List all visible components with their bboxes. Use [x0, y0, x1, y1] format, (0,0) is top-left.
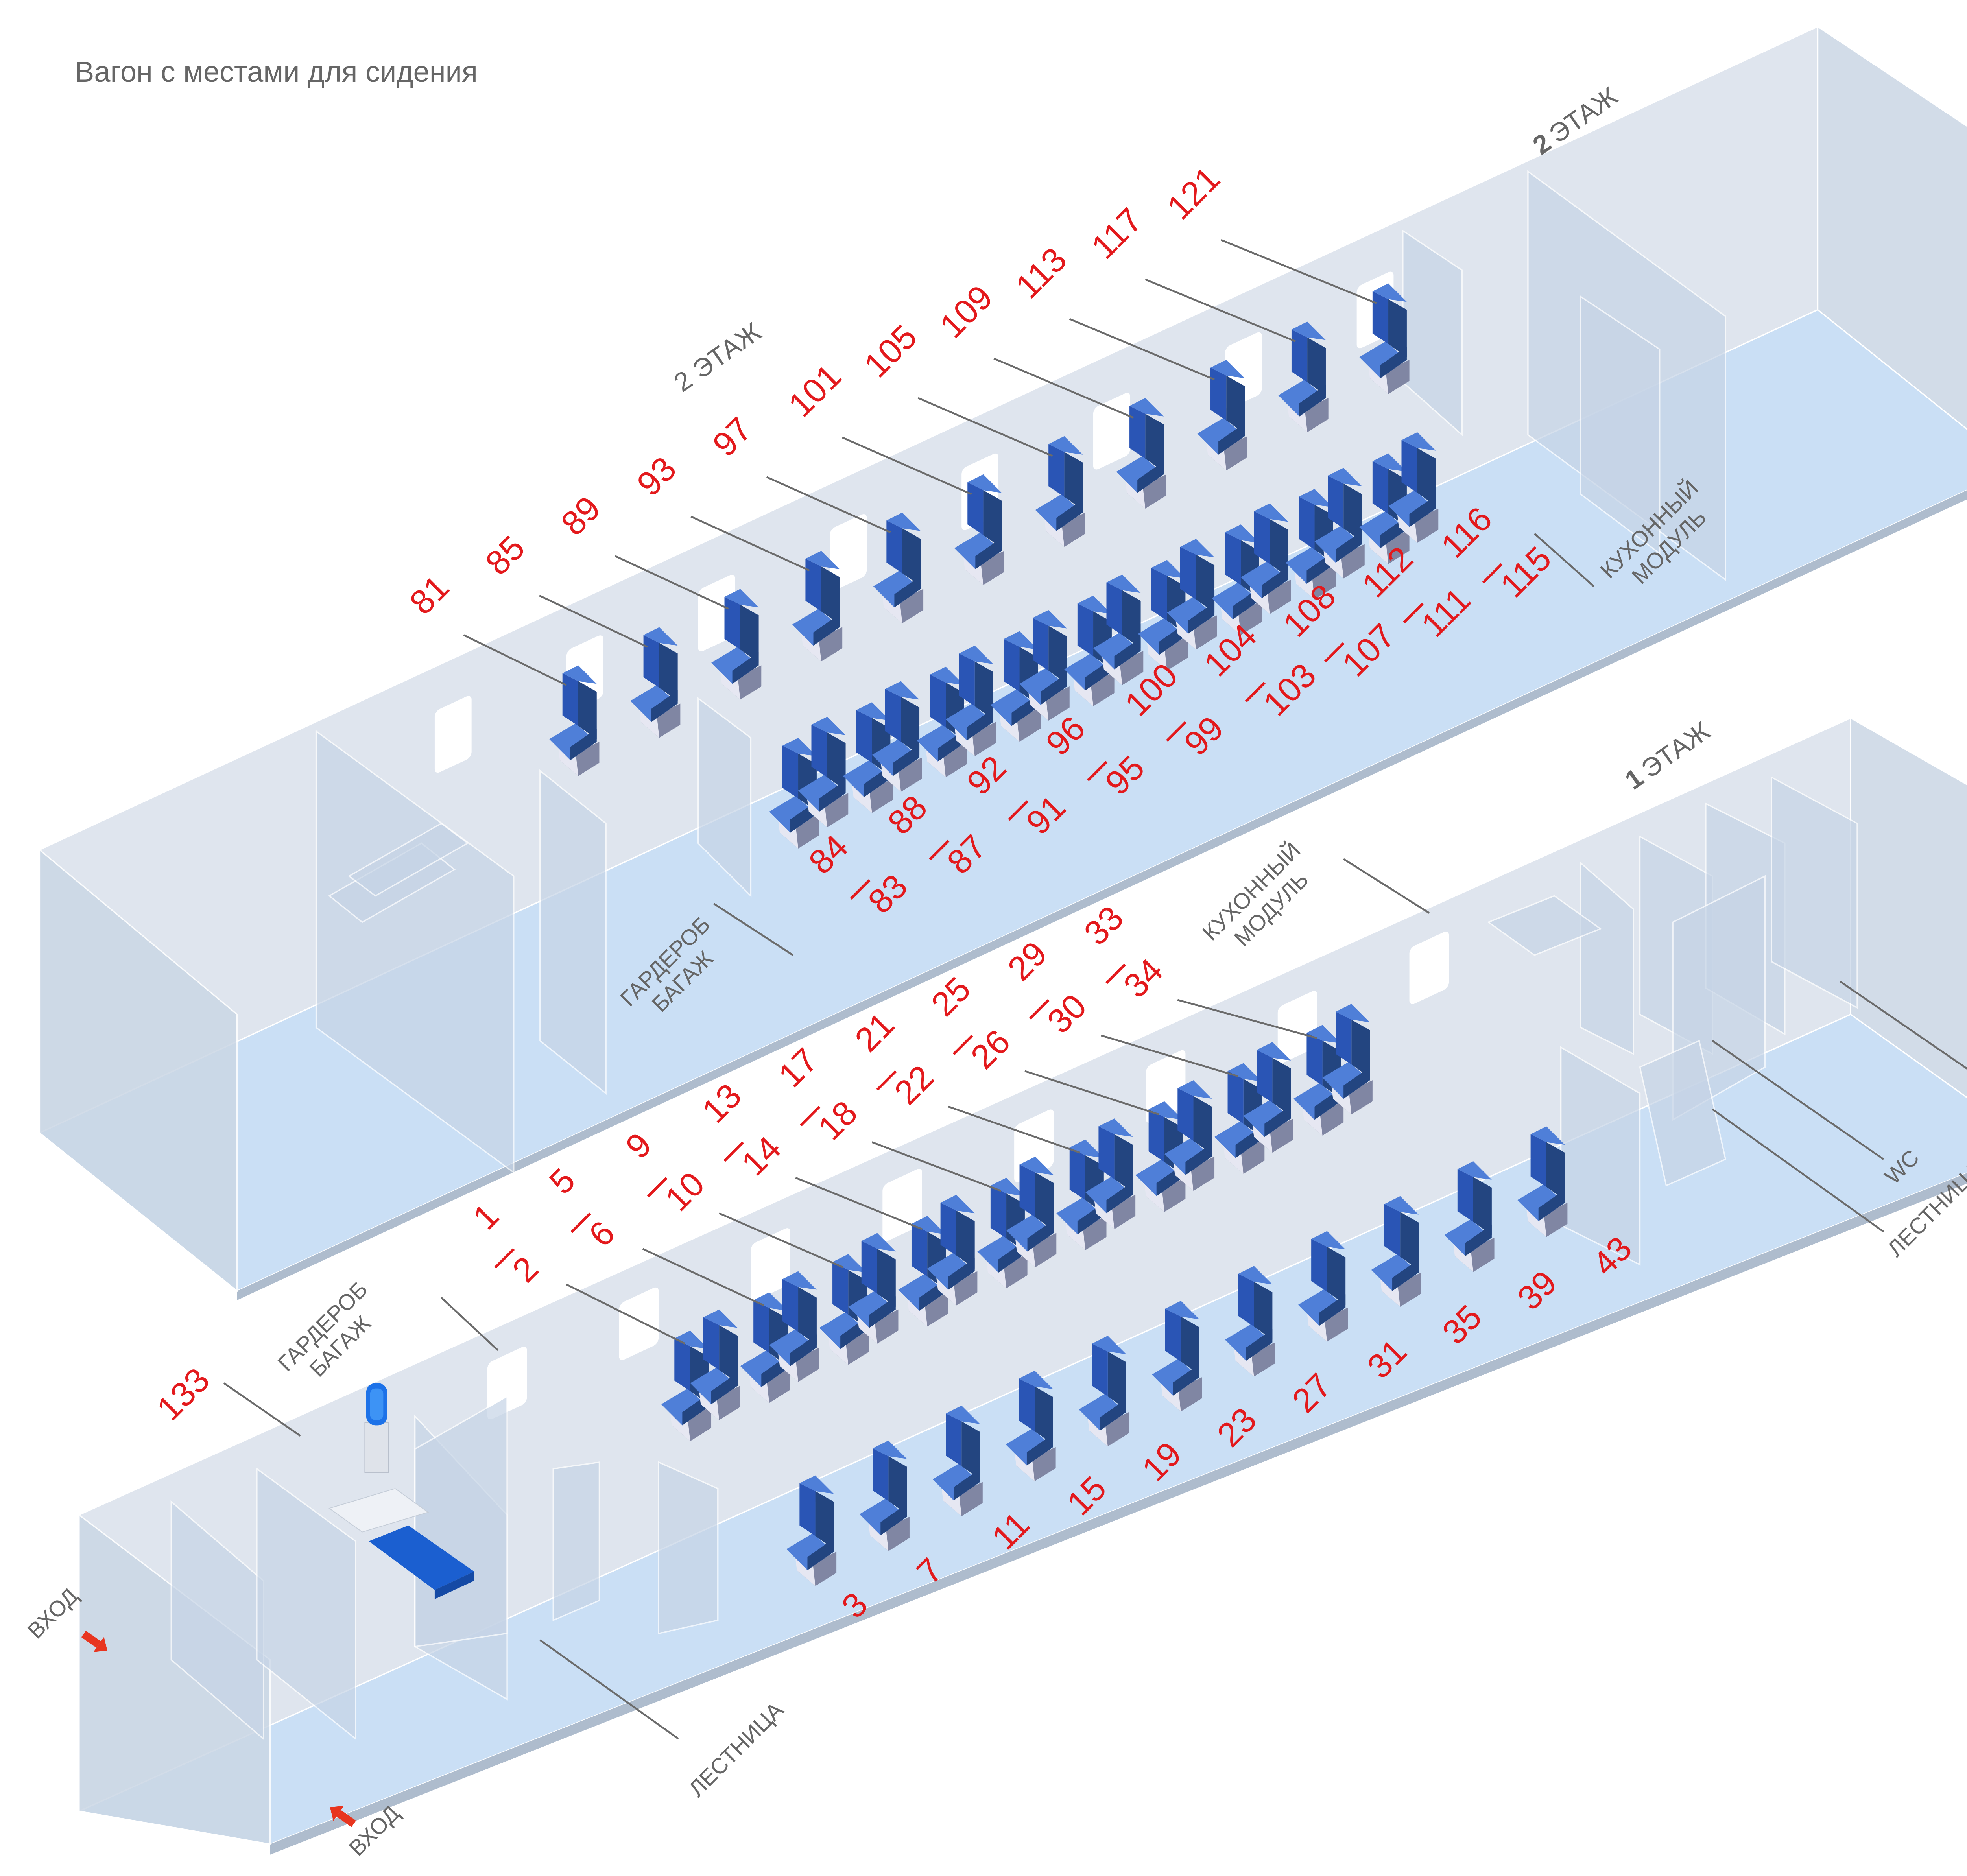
- svg-text:113: 113: [1008, 240, 1074, 306]
- svg-text:117: 117: [1084, 201, 1150, 266]
- floor1-windows: [487, 932, 1449, 1420]
- svg-text:101: 101: [781, 357, 849, 424]
- window: [882, 1169, 922, 1241]
- svg-text:105: 105: [857, 317, 924, 385]
- svg-text:109: 109: [933, 278, 1000, 345]
- luggage-shelf-icon: [328, 1488, 474, 1599]
- seat-number-109: 109: [933, 278, 1000, 345]
- seat-number-89: 89: [554, 489, 608, 543]
- window: [487, 1347, 527, 1420]
- entrance-arrow-icon: [330, 1806, 356, 1827]
- window: [751, 1228, 790, 1301]
- water-cooler-icon: [364, 1383, 389, 1473]
- window: [619, 1287, 659, 1360]
- seat-number-85: 85: [478, 528, 532, 582]
- svg-text:93: 93: [630, 450, 684, 504]
- window: [1409, 932, 1449, 1004]
- page-title: Вагон с местами для сидения: [75, 55, 478, 88]
- seat-number-113: 113: [1008, 240, 1074, 306]
- seat-number-97: 97: [705, 410, 759, 464]
- window: [1146, 1050, 1186, 1123]
- seat-number-81: 81: [402, 568, 456, 622]
- svg-text:89: 89: [554, 489, 608, 543]
- svg-text:85: 85: [478, 528, 532, 582]
- floor2-label-left: 2ЭТАЖ: [669, 317, 766, 397]
- svg-text:97: 97: [705, 410, 759, 464]
- svg-text:2ЭТАЖ: 2ЭТАЖ: [669, 317, 766, 397]
- seat-number-93: 93: [630, 450, 684, 504]
- svg-text:ВХОД: ВХОД: [23, 1583, 83, 1644]
- window: [830, 514, 867, 591]
- seat-number-101: 101: [781, 357, 849, 424]
- svg-text:ЛЕСТНИЦА: ЛЕСТНИЦА: [684, 1697, 788, 1802]
- svg-text:121: 121: [1160, 159, 1227, 227]
- seat-number-105: 105: [857, 317, 924, 385]
- svg-text:81: 81: [402, 568, 456, 622]
- window: [434, 696, 472, 773]
- seat-number-117: 117: [1084, 201, 1150, 266]
- floor1-stairs-left-label: ЛЕСТНИЦА: [684, 1697, 788, 1802]
- entrance-arrow-icon: [81, 1631, 107, 1652]
- seat-number-121: 121: [1160, 159, 1227, 227]
